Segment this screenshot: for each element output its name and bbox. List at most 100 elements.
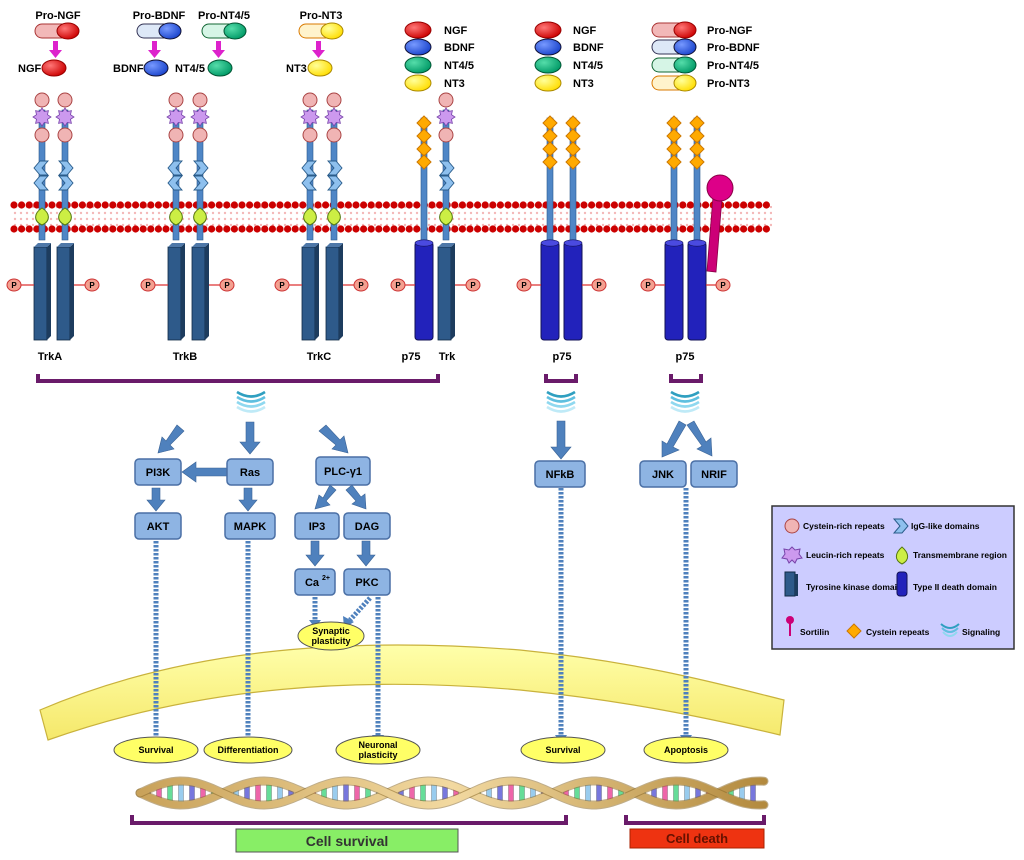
signaling-arc: [546, 400, 576, 408]
membrane-head-bead: [519, 225, 527, 233]
cystein-repeat: [416, 154, 432, 170]
membrane-head-bead: [504, 225, 512, 233]
membrane-head-bead: [390, 225, 398, 233]
igg-like-domain: [167, 175, 183, 191]
ca-node: Ca 2+: [294, 568, 336, 596]
list2-ngf-ball: [534, 21, 562, 39]
phosphate-group: P: [640, 278, 665, 292]
dna-double-helix: [135, 776, 769, 810]
membrane-head-bead: [276, 201, 284, 209]
membrane-head-bead: [208, 201, 216, 209]
death-bracket: [624, 815, 766, 825]
phosphate-group: P: [390, 278, 415, 292]
membrane-head-bead: [527, 225, 535, 233]
cystein-repeat: [416, 115, 432, 131]
signaling-arc: [236, 405, 266, 413]
p75-receptor: [414, 115, 434, 341]
membrane-head-bead: [398, 201, 406, 209]
phospho-ball: [516, 278, 532, 292]
signaling-arc: [670, 395, 700, 403]
cell-survival-bar: Cell survival: [235, 828, 459, 853]
list1-nt45: NT4/5: [444, 60, 474, 72]
membrane-head-bead: [147, 201, 155, 209]
igg-like-domain: [301, 160, 317, 176]
phospho-ball: [84, 278, 100, 292]
membrane-head-bead: [56, 201, 64, 209]
membrane-head-bead: [154, 225, 162, 233]
phospho-ball: [274, 278, 290, 292]
trk-bracket: [36, 374, 440, 383]
phospho-label: P: [89, 281, 95, 290]
cysteine-rich-repeat: [34, 127, 50, 143]
list3-probdnf: Pro-BDNF: [707, 42, 760, 54]
tyrosine-kinase-domain: [325, 246, 340, 341]
phosphate-group: P: [582, 278, 607, 292]
membrane-head-bead: [139, 201, 147, 209]
p75-middle-label: p75: [553, 351, 572, 363]
phospho-ball: [591, 278, 607, 292]
transmembrane-region: [303, 207, 317, 226]
membrane-head-bead: [626, 201, 634, 209]
phosphate-group: P: [516, 278, 541, 292]
phosphate-group: P: [706, 278, 731, 292]
pkc-label: PKC: [355, 577, 378, 589]
mapk-node: MAPK: [224, 512, 276, 540]
membrane-head-bead: [496, 201, 504, 209]
cystein-repeat: [565, 115, 581, 131]
membrane-head-bead: [177, 201, 185, 209]
signaling-arc: [546, 405, 576, 413]
p75-mid-bracket: [544, 374, 578, 383]
pathway-arrows: [146, 420, 713, 567]
membrane-head-bead: [474, 225, 482, 233]
cystein-repeat: [416, 128, 432, 144]
cystein-repeat: [565, 154, 581, 170]
membrane-head-bead: [618, 201, 626, 209]
bdnf-mature-label: BDNF: [113, 63, 144, 75]
kinase-domain-side: [205, 243, 209, 340]
membrane-head-bead: [268, 201, 276, 209]
membrane-head-bead: [284, 225, 292, 233]
p75-receptor: [687, 115, 707, 341]
signaling-arc: [236, 390, 266, 398]
cysteine-rich-repeat: [34, 92, 50, 108]
membrane-head-bead: [367, 201, 375, 209]
arrow-dag-to-pkc: [356, 540, 376, 567]
igg-like-domain: [167, 160, 183, 176]
cysteine-rich-repeat: [57, 127, 73, 143]
cysteine-rich-repeat: [326, 92, 342, 108]
list3-prongf: Pro-NGF: [707, 25, 753, 37]
list2-ngf: NGF: [573, 25, 597, 37]
death-domain-top: [664, 239, 684, 247]
phospho-ball: [715, 278, 731, 292]
neuronal-plasticity-outcome: Neuronal plasticity: [335, 735, 421, 765]
membrane-head-bead: [603, 201, 611, 209]
phosphate-group: P: [209, 278, 235, 292]
membrane-head-bead: [185, 201, 193, 209]
membrane-head-bead: [139, 225, 147, 233]
cystein-repeat: [565, 141, 581, 157]
signaling-arcs: [236, 390, 700, 413]
membrane-head-bead: [481, 201, 489, 209]
survival-bracket: [130, 815, 568, 825]
membrane-head-bead: [322, 225, 330, 233]
membrane-head-bead: [656, 225, 664, 233]
cystein-repeat: [542, 128, 558, 144]
membrane-head-bead: [436, 201, 444, 209]
p75-right-bracket: [669, 374, 703, 383]
leucine-rich-repeat: [436, 107, 456, 127]
membrane-head-bead: [747, 225, 755, 233]
death-domain: [540, 241, 560, 341]
p75trk-p75-label: p75: [402, 351, 421, 363]
survival1-label: Survival: [138, 745, 173, 755]
transmembrane-region: [439, 207, 453, 226]
membrane-head-bead: [762, 201, 771, 209]
tyrosine-kinase-icon: [784, 571, 796, 597]
kinase-domain-top: [302, 243, 319, 247]
leucine-rich-repeat: [32, 107, 52, 127]
trk-receptor: [190, 92, 210, 341]
nrif-node: NRIF: [690, 460, 738, 488]
membrane-head-bead: [215, 225, 223, 233]
arrow-to-plc: [318, 424, 349, 454]
survival-outcome-1: Survival: [113, 736, 199, 764]
membrane-head-bead: [641, 201, 649, 209]
